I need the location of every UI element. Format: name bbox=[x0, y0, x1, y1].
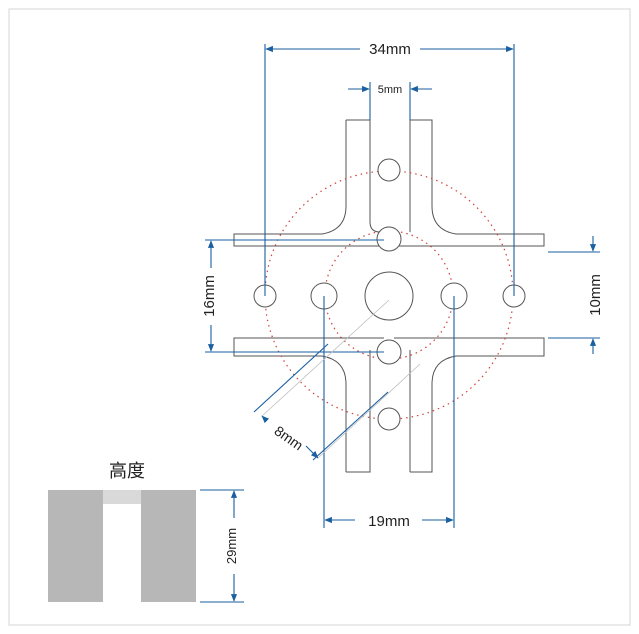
arm-top-left bbox=[233, 119, 384, 247]
construction-lines bbox=[261, 299, 421, 459]
label-10mm: 10mm bbox=[587, 274, 604, 316]
center-hole bbox=[364, 271, 414, 321]
label-8mm: 8mm bbox=[272, 422, 307, 453]
section-right-wall bbox=[141, 490, 196, 602]
arm-bottom-left bbox=[233, 337, 384, 473]
dim-8-arrow-1 bbox=[261, 415, 270, 424]
height-title: 高度 bbox=[109, 461, 145, 481]
label-34mm: 34mm bbox=[369, 41, 411, 58]
label-19mm: 19mm bbox=[368, 513, 410, 530]
label-5mm: 5mm bbox=[378, 84, 402, 96]
arm-bottom-right bbox=[394, 337, 545, 473]
dim-8-ext-2 bbox=[312, 391, 389, 461]
dim-8-ext-1 bbox=[253, 343, 329, 413]
height-section: 高度 bbox=[48, 461, 196, 602]
dimension-lines bbox=[200, 44, 600, 603]
page-border bbox=[8, 8, 631, 626]
arm-top-right bbox=[394, 119, 545, 247]
dim-8-arrow-2 bbox=[305, 445, 319, 459]
label-16mm: 16mm bbox=[201, 275, 218, 317]
label-29mm: 29mm bbox=[224, 528, 239, 564]
section-left-wall bbox=[48, 490, 103, 602]
holes bbox=[253, 158, 526, 431]
hole-top-outer bbox=[377, 158, 401, 182]
hole-bottom-outer bbox=[377, 407, 401, 431]
section-top-bridge bbox=[103, 490, 141, 504]
hole-top-inner bbox=[376, 226, 402, 252]
